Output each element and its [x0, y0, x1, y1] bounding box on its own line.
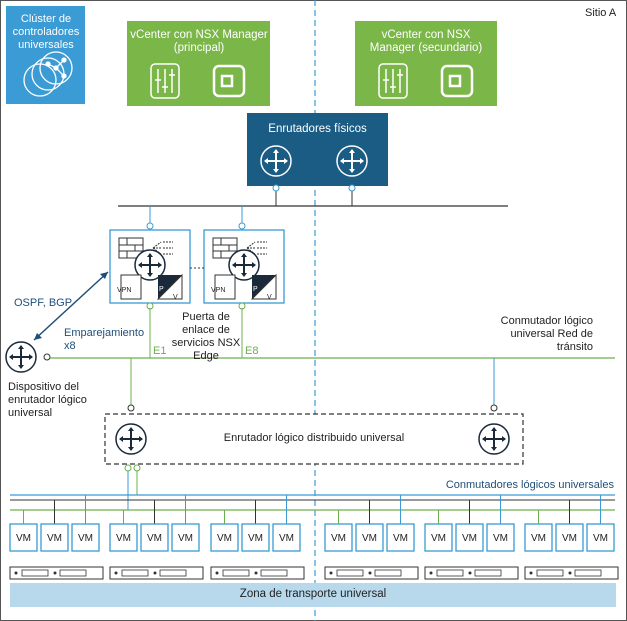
vm-box: [555, 523, 584, 552]
controller-cluster-icon: [23, 51, 73, 97]
edge-label: Puerta de enlace de servicios NSX Edge: [171, 311, 241, 362]
vm-box: [386, 523, 415, 552]
vm-box: [9, 523, 38, 552]
vm-label: VM: [116, 533, 131, 544]
dlr-device-label: Dispositivo del enrutador lógico univers…: [8, 381, 87, 419]
vm-box: [424, 523, 453, 552]
transport-zone-bar: [10, 583, 616, 607]
vm-box: [171, 523, 200, 552]
vcenter-icon: [440, 64, 474, 98]
vm-box: [586, 523, 615, 552]
vm-label: VM: [279, 533, 294, 544]
vm-box: [324, 523, 353, 552]
vm-label: VM: [331, 533, 346, 544]
vm-box: [272, 523, 301, 552]
physical-routers-title: Enrutadores físicos: [268, 123, 367, 135]
vm-box: [355, 523, 384, 552]
vm-label: VM: [248, 533, 263, 544]
vm-label: VM: [462, 533, 477, 544]
dlr-device-icon: [5, 341, 37, 373]
edge-gateway-8: [203, 229, 285, 304]
vcenter-secondary-title: vCenter con NSX Manager (secundario): [369, 29, 483, 54]
vcenter-primary-title: vCenter con NSX Manager (principal): [130, 29, 268, 54]
vm-box: [486, 523, 515, 552]
router-icon: [336, 145, 368, 177]
vm-label: VM: [431, 533, 446, 544]
vm-box: [524, 523, 553, 552]
transit-switch-label: Conmutador lógico universal Red de tráns…: [500, 315, 593, 353]
vm-label: VM: [362, 533, 377, 544]
peering-label: Emparejamiento x8: [64, 327, 145, 352]
hosts-group: [9, 495, 619, 580]
vm-label: VM: [16, 533, 31, 544]
vpn-label: VPN: [117, 287, 132, 294]
vpn-label: VPN: [211, 287, 226, 294]
transport-zone-label: Zona de transporte universal: [239, 588, 387, 600]
vm-box: [210, 523, 239, 552]
vm-label: VM: [562, 533, 577, 544]
vm-label: VM: [593, 533, 608, 544]
p-label: P: [253, 286, 258, 293]
router-icon: [260, 145, 292, 177]
p-label: P: [159, 286, 164, 293]
vm-label: VM: [217, 533, 232, 544]
vm-box: [140, 523, 169, 552]
router-icon: [478, 423, 510, 455]
uplink-e8: E8: [245, 345, 259, 357]
routing-protocols: OSPF, BGP: [14, 297, 73, 309]
udlr-box: [104, 413, 524, 465]
vm-label: VM: [178, 533, 193, 544]
nsx-manager-icon: [378, 63, 408, 99]
vm-label: VM: [531, 533, 546, 544]
vm-label: VM: [47, 533, 62, 544]
router-icon: [115, 423, 147, 455]
vm-box: [40, 523, 69, 552]
vm-box: [109, 523, 138, 552]
vcenter-icon: [212, 64, 246, 98]
vm-label: VM: [78, 533, 93, 544]
vm-box: [71, 523, 100, 552]
edge-gateway-1: [109, 229, 191, 304]
udlr-label: Enrutador lógico distribuido universal: [223, 432, 405, 444]
site-label: Sitio A: [585, 7, 617, 19]
v-label: V: [173, 294, 178, 301]
vm-label: VM: [493, 533, 508, 544]
vm-label: VM: [147, 533, 162, 544]
vm-box: [241, 523, 270, 552]
uplink-e1: E1: [153, 345, 167, 357]
logical-switches-label: Conmutadores lógicos universales: [445, 479, 614, 491]
vm-box: [455, 523, 484, 552]
peering-arrow: [33, 271, 109, 341]
cluster-title: Clúster de controladores universales: [12, 13, 80, 51]
controller-cluster-box: [6, 6, 85, 104]
nsx-manager-icon: [150, 63, 180, 99]
vm-label: VM: [393, 533, 408, 544]
v-label: V: [267, 294, 272, 301]
